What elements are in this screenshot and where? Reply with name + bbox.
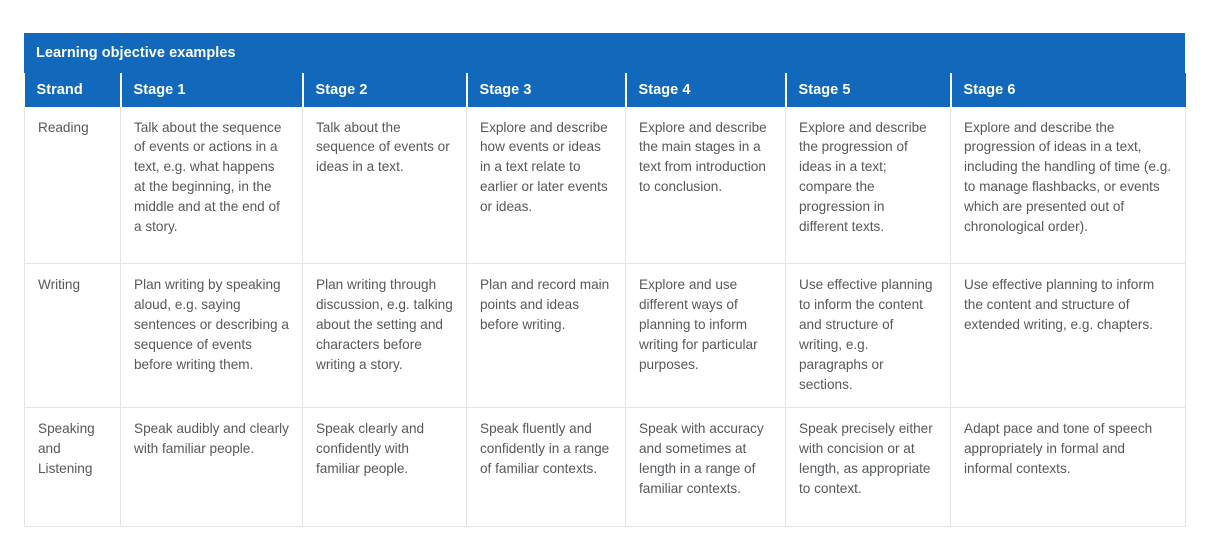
table-row: Reading Talk about the sequence of event… [24,106,1186,264]
cell-reading-stage-1: Talk about the sequence of events or act… [120,106,303,264]
strand-label-writing: Writing [24,263,121,408]
column-header-stage-5: Stage 5 [784,72,951,107]
learning-objectives-table-container: Learning objective examples Strand Stage… [24,33,1186,527]
cell-reading-stage-3: Explore and describe how events or ideas… [466,106,626,264]
cell-reading-stage-4: Explore and describe the main stages in … [625,106,786,264]
table-header-row: Strand Stage 1 Stage 2 Stage 3 Stage 4 S… [24,72,1186,107]
table-body: Reading Talk about the sequence of event… [24,106,1186,527]
learning-objectives-table: Strand Stage 1 Stage 2 Stage 3 Stage 4 S… [24,72,1186,527]
column-header-stage-3: Stage 3 [465,72,626,107]
cell-reading-stage-6: Explore and describe the progression of … [950,106,1186,264]
column-header-stage-2: Stage 2 [301,72,467,107]
strand-label-speaking-and-listening: Speaking and Listening [24,407,121,527]
cell-speaking-stage-6: Adapt pace and tone of speech appropriat… [950,407,1186,527]
cell-speaking-stage-4: Speak with accuracy and sometimes at len… [625,407,786,527]
cell-writing-stage-3: Plan and record main points and ideas be… [466,263,626,408]
column-header-strand: Strand [24,72,121,107]
cell-writing-stage-6: Use effective planning to inform the con… [950,263,1186,408]
strand-label-reading: Reading [24,106,121,264]
column-header-stage-6: Stage 6 [949,72,1186,107]
cell-writing-stage-1: Plan writing by speaking aloud, e.g. say… [120,263,303,408]
cell-speaking-stage-3: Speak fluently and confidently in a rang… [466,407,626,527]
column-header-stage-4: Stage 4 [624,72,786,107]
cell-speaking-stage-5: Speak precisely either with concision or… [785,407,951,527]
cell-speaking-stage-1: Speak audibly and clearly with familiar … [120,407,303,527]
cell-speaking-stage-2: Speak clearly and confidently with famil… [302,407,467,527]
cell-reading-stage-2: Talk about the sequence of events or ide… [302,106,467,264]
cell-writing-stage-4: Explore and use different ways of planni… [625,263,786,408]
table-header: Strand Stage 1 Stage 2 Stage 3 Stage 4 S… [24,72,1186,107]
table-caption: Learning objective examples [24,33,1185,73]
cell-writing-stage-5: Use effective planning to inform the con… [785,263,951,408]
column-header-stage-1: Stage 1 [119,72,303,107]
table-row: Speaking and Listening Speak audibly and… [24,407,1186,527]
table-row: Writing Plan writing by speaking aloud, … [24,263,1186,408]
cell-writing-stage-2: Plan writing through discussion, e.g. ta… [302,263,467,408]
cell-reading-stage-5: Explore and describe the progression of … [785,106,951,264]
